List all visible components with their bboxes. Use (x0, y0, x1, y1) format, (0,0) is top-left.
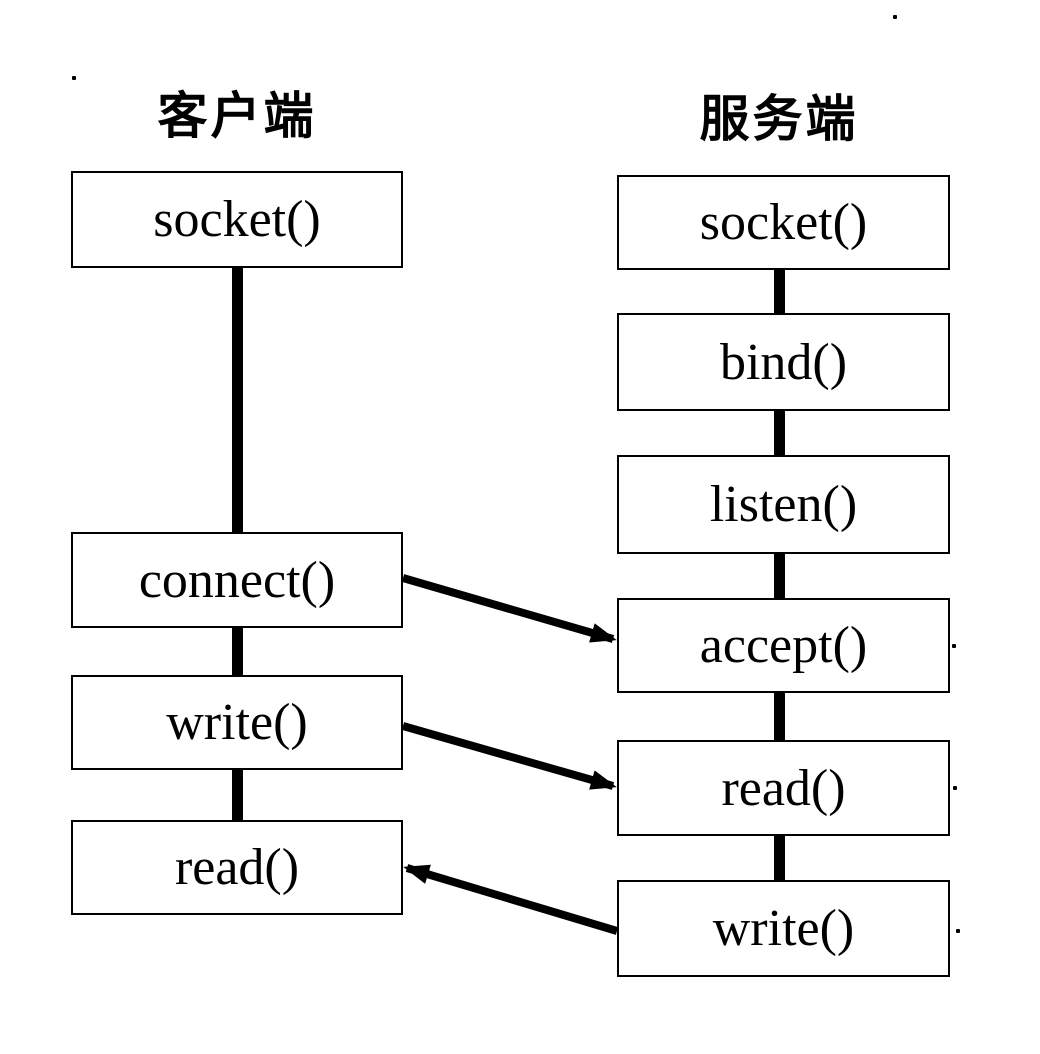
node-label: socket() (153, 191, 321, 248)
node-client-connect: connect() (71, 532, 403, 628)
node-label: write() (166, 694, 308, 751)
node-server-bind: bind() (617, 313, 950, 411)
connector-server-4 (773, 836, 785, 880)
column-title-client: 客户端 (157, 88, 317, 144)
connector-server-2 (773, 554, 785, 598)
node-label: bind() (719, 333, 848, 391)
connector-client-2 (231, 770, 243, 820)
node-server-write: write() (617, 880, 950, 977)
node-label: write() (712, 900, 855, 957)
connector-server-3 (773, 693, 785, 740)
arrow-client-write-to-server-read (401, 722, 617, 790)
connector-client-0 (231, 268, 243, 532)
artifact-dot-2 (952, 644, 956, 648)
arrow-server-write-to-client-read (403, 864, 619, 935)
node-label: read() (721, 759, 846, 817)
artifact-dot-1 (893, 15, 897, 19)
node-server-listen: listen() (617, 455, 950, 554)
connector-server-0 (773, 270, 785, 313)
artifact-dot-3 (953, 786, 957, 790)
node-label: listen() (709, 476, 858, 533)
node-server-socket: socket() (617, 175, 950, 270)
node-label: socket() (699, 194, 868, 251)
artifact-dot-0 (72, 76, 76, 80)
node-client-socket: socket() (71, 171, 403, 268)
arrow-client-connect-to-server-accept (401, 574, 617, 643)
node-label: connect() (138, 551, 336, 609)
node-server-read: read() (617, 740, 950, 836)
column-title-server: 服务端 (699, 91, 859, 147)
connector-server-1 (773, 411, 785, 455)
node-client-read: read() (71, 820, 403, 915)
node-client-write: write() (71, 675, 403, 770)
node-label: read() (174, 839, 300, 896)
connector-client-1 (231, 628, 243, 675)
node-server-accept: accept() (617, 598, 950, 693)
artifact-dot-4 (956, 929, 960, 933)
node-label: accept() (699, 617, 868, 674)
